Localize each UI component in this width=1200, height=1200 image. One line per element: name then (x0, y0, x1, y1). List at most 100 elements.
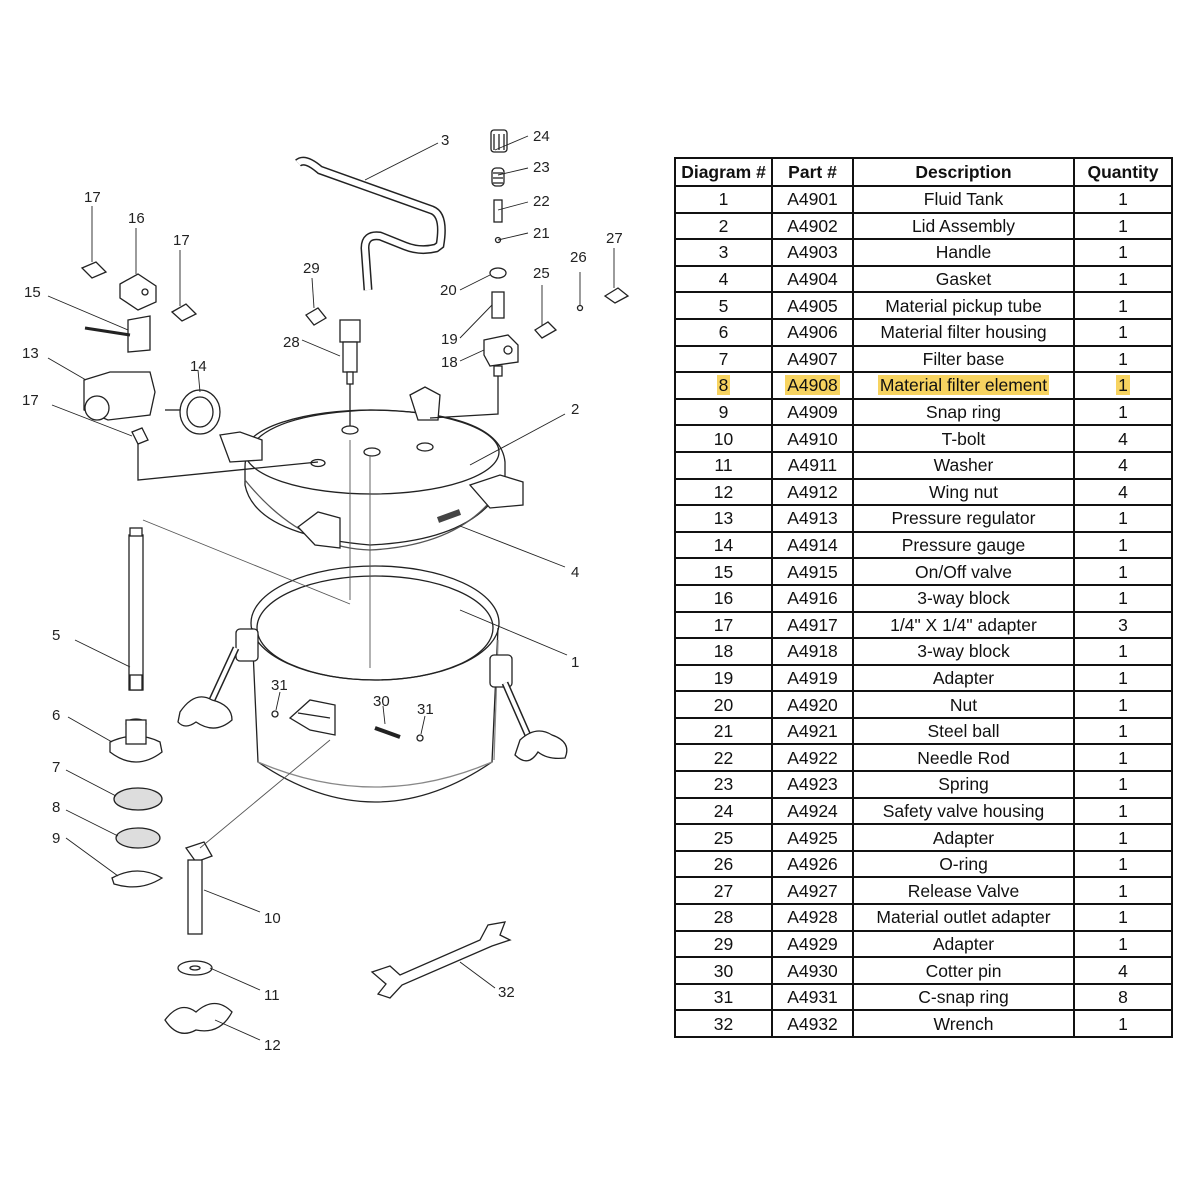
description-text: Wrench (933, 1013, 994, 1034)
description-cell: Wrench (852, 1009, 1075, 1038)
quantity-cell: 1 (1073, 317, 1173, 347)
part-number-text: A4918 (787, 641, 838, 662)
diagram-number-cell: 5 (674, 291, 773, 320)
description-text: Adapter (932, 827, 995, 848)
diagram-number-text: 29 (713, 933, 734, 954)
description-cell: Wing nut (852, 477, 1075, 507)
regulator-assembly (80, 261, 319, 481)
part-number-cell: A4906 (771, 317, 854, 347)
quantity-cell: 1 (1073, 663, 1173, 693)
quantity-text: 1 (1118, 694, 1128, 715)
description-text: 3-way block (917, 641, 1010, 662)
part-number-cell: A4931 (771, 982, 854, 1012)
quantity-cell: 1 (1073, 716, 1173, 746)
part-number-text: A4907 (787, 348, 838, 369)
description-text: Gasket (935, 269, 992, 290)
description-text: Adapter (932, 667, 995, 688)
description-text: Snap ring (926, 402, 1001, 423)
quantity-cell: 4 (1073, 956, 1173, 985)
part-number-cell: A4915 (771, 557, 854, 586)
part-number-text: A4902 (787, 215, 838, 236)
part-number-text: A4931 (787, 987, 838, 1008)
description-text: Steel ball (927, 721, 1000, 742)
part-number-cell: A4914 (771, 530, 854, 560)
quantity-text: 1 (1118, 667, 1128, 688)
part-number-cell: A4925 (771, 823, 854, 852)
description-text: Material filter housing (880, 322, 1047, 343)
quantity-text: 1 (1118, 800, 1128, 821)
part-number-text: A4932 (787, 1013, 838, 1034)
description-text: Pressure gauge (901, 535, 1026, 556)
part-number-cell: A4913 (771, 504, 854, 533)
description-cell: 1/4" X 1/4" adapter (852, 610, 1075, 640)
quantity-text: 1 (1118, 1013, 1128, 1034)
quantity-text: 1 (1118, 189, 1128, 210)
part-number-text: A4909 (787, 402, 838, 423)
callout-24: 24 (533, 128, 550, 145)
part-number-text: A4901 (787, 189, 838, 210)
quantity-cell: 1 (1073, 690, 1173, 719)
diagram-number-text: 20 (713, 694, 734, 715)
diagram-number-cell: 6 (674, 317, 773, 347)
description-text: Lid Assembly (911, 215, 1016, 236)
callout-17a: 17 (84, 189, 101, 206)
part-number-text: A4914 (787, 535, 838, 556)
quantity-text: 1 (1118, 854, 1128, 875)
quantity-text: 1 (1118, 641, 1128, 662)
part-number-cell: A4911 (771, 450, 854, 480)
quantity-cell: 1 (1073, 1009, 1173, 1038)
part-number-cell: A4927 (771, 876, 854, 906)
diagram-number-text: 13 (713, 508, 734, 529)
part-number-cell: A4910 (771, 424, 854, 453)
diagram-number-text: 18 (713, 641, 734, 662)
quantity-text: 1 (1118, 747, 1128, 768)
part-number-text: A4927 (787, 880, 838, 901)
part-number-text: A4906 (787, 322, 838, 343)
diagram-number-cell: 23 (674, 770, 773, 799)
callout-8: 8 (52, 799, 60, 816)
callout-4: 4 (571, 564, 579, 581)
callout-27: 27 (606, 230, 623, 247)
callout-14: 14 (190, 358, 207, 375)
quantity-cell: 1 (1073, 743, 1173, 773)
fluid-tank (250, 565, 500, 803)
description-text: Filter base (922, 348, 1005, 369)
part-number-cell: A4903 (771, 238, 854, 267)
diagram-number-cell: 2 (674, 211, 773, 241)
description-cell: Washer (852, 450, 1075, 480)
quantity-text: 1 (1118, 907, 1128, 928)
description-cell: Safety valve housing (852, 796, 1075, 826)
diagram-number-cell: 4 (674, 264, 773, 294)
t-bolt-set (164, 841, 233, 1034)
diagram-number-cell: 9 (674, 397, 773, 427)
callout-28: 28 (283, 334, 300, 351)
quantity-text: 1 (1118, 269, 1128, 290)
description-cell: Material filter element (852, 371, 1075, 400)
diagram-number-cell: 3 (674, 238, 773, 267)
column-header-part-number: Part # (771, 157, 854, 187)
quantity-text: 1 (1118, 880, 1128, 901)
part-number-cell: A4902 (771, 211, 854, 241)
callout-12: 12 (264, 1037, 281, 1054)
description-cell: Lid Assembly (852, 211, 1075, 241)
quantity-text: 1 (1118, 933, 1128, 954)
quantity-text: 3 (1118, 614, 1128, 635)
leader-lines (47, 135, 615, 1041)
part-number-text: A4911 (787, 455, 838, 476)
diagram-number-text: 25 (713, 827, 734, 848)
quantity-text: 4 (1118, 428, 1128, 449)
description-cell: On/Off valve (852, 557, 1075, 586)
callout-23: 23 (533, 159, 550, 176)
description-text: Handle (935, 242, 992, 263)
